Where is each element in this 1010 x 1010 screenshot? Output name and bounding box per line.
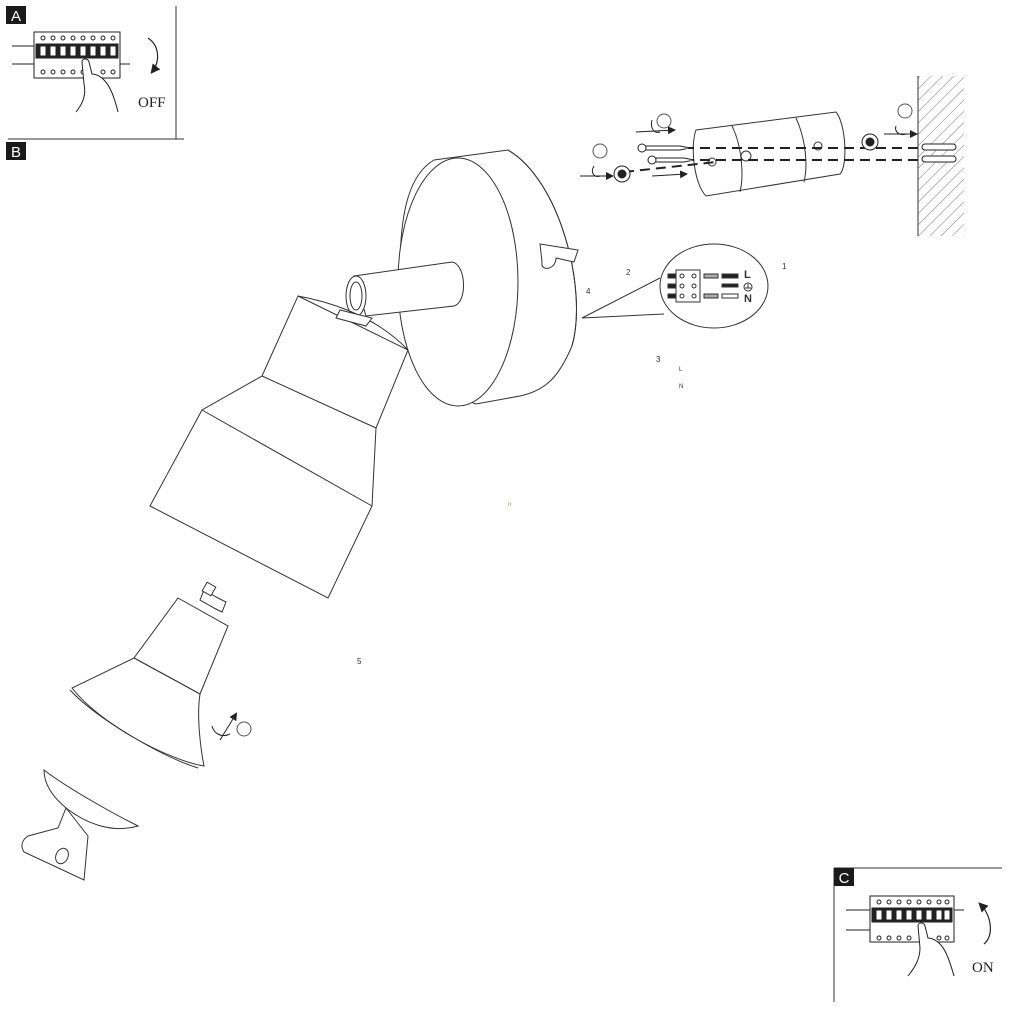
neutral-small-label: N bbox=[679, 384, 683, 390]
live-small-label: L bbox=[679, 367, 683, 373]
panel-c-on-label: ON bbox=[972, 960, 994, 976]
mounting-bracket bbox=[692, 111, 846, 197]
panel-a-switch-off: A OFF bbox=[6, 6, 184, 140]
callout-5: 5 bbox=[357, 657, 362, 666]
screws bbox=[637, 143, 695, 165]
wiring-callout: L N bbox=[581, 243, 769, 329]
terminal-block bbox=[667, 269, 739, 303]
gu10-bulb bbox=[69, 581, 229, 769]
wire-connector-nut bbox=[613, 133, 879, 183]
swivel-arm bbox=[345, 261, 465, 317]
stray-mark: n bbox=[508, 502, 511, 508]
wall-plugs bbox=[921, 143, 957, 163]
hand-icon bbox=[75, 58, 119, 113]
panel-c-letter: C bbox=[839, 870, 850, 887]
front-ring bbox=[21, 768, 140, 881]
panel-a-letter: A bbox=[11, 8, 21, 25]
live-wire-label: L bbox=[744, 269, 751, 281]
lamp-shade bbox=[149, 295, 409, 599]
callout-2: 2 bbox=[626, 268, 631, 277]
panel-c-letter-box bbox=[834, 868, 854, 886]
breaker-panel-icon bbox=[12, 31, 130, 79]
panel-b-letter-box bbox=[6, 142, 26, 160]
callout-4: 4 bbox=[586, 287, 591, 296]
breaker-panel-icon-on bbox=[846, 895, 964, 943]
callout-3: 3 bbox=[656, 355, 661, 364]
bulb-twist-arrow bbox=[211, 712, 238, 741]
callout-1: 1 bbox=[782, 262, 787, 271]
panel-a-off-label: OFF bbox=[138, 95, 166, 111]
rotate-down-arrow-icon bbox=[147, 37, 161, 74]
hand-icon-on bbox=[907, 922, 955, 977]
panel-c-switch-on: C ON bbox=[833, 867, 1002, 1002]
neutral-wire-label: N bbox=[744, 293, 752, 305]
rotation-arrows bbox=[580, 119, 918, 180]
panel-b-letter: B bbox=[11, 144, 21, 161]
panel-a-letter-box bbox=[6, 6, 26, 24]
rotate-up-arrow-icon bbox=[978, 902, 991, 945]
